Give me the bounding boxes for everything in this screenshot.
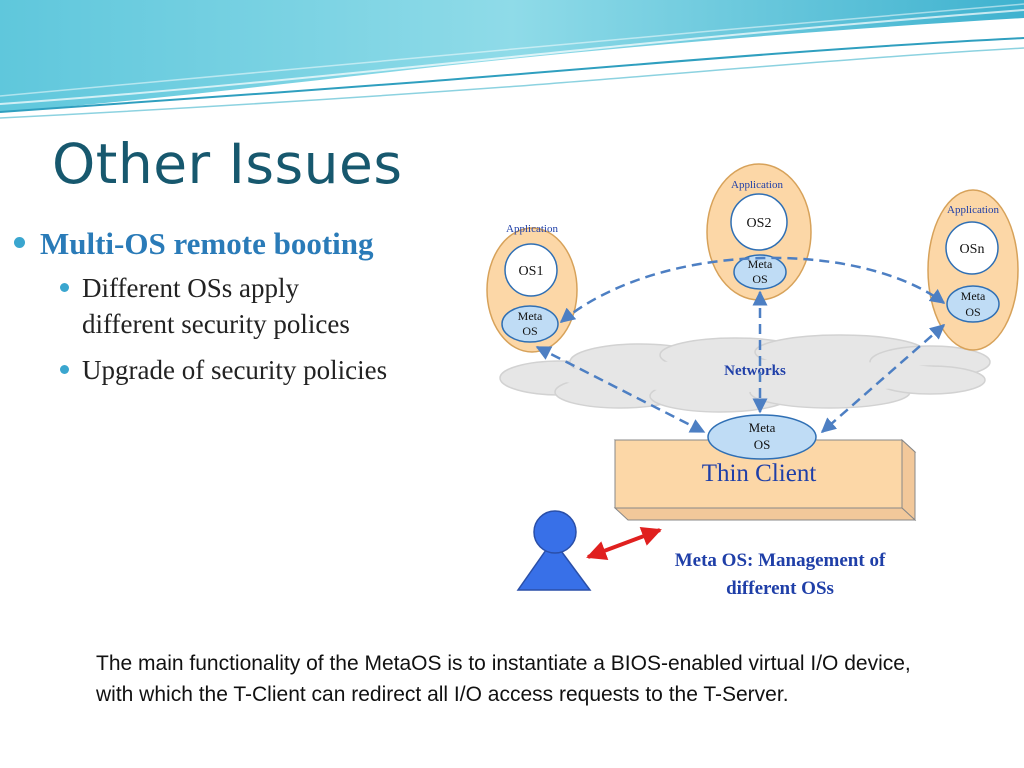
connector-osn-to-client <box>820 324 946 433</box>
osn-node: Application OSn Meta OS <box>927 189 1019 351</box>
thin-client-meta-line-1: Meta <box>749 420 776 435</box>
osn-application-label: Application <box>947 204 999 216</box>
networks-label: Networks <box>724 363 786 379</box>
thin-client-label: Thin Client <box>702 460 817 487</box>
user-icon <box>516 510 592 591</box>
bullet-dot-icon <box>14 237 25 248</box>
osn-os-circle <box>945 221 999 275</box>
os1-meta-line-1: Meta <box>518 309 543 323</box>
bullet-dot-icon <box>60 283 69 292</box>
bullet-sub-1: Different OSs apply different security p… <box>12 270 502 342</box>
thin-client-meta-os: Meta OS <box>707 414 817 460</box>
connector-os1-to-osn <box>559 256 946 323</box>
os1-meta-os <box>501 305 559 343</box>
bullet-main: Multi-OS remote booting <box>12 222 502 266</box>
user-management-arrow <box>586 526 662 561</box>
os2-os-circle <box>730 193 788 251</box>
os2-os-label: OS2 <box>747 216 772 231</box>
osn-meta-line-2: OS <box>965 305 980 319</box>
os1-os-circle <box>504 243 558 297</box>
os2-application-label: Application <box>731 179 783 191</box>
os1-node: Application OS1 Meta OS <box>486 223 578 353</box>
dashed-connectors <box>535 256 946 434</box>
annotation-line-1: Meta OS: Management of <box>675 550 886 571</box>
os2-node: Application OS2 Meta OS <box>706 163 812 301</box>
os2-meta-line-2: OS <box>752 272 767 286</box>
os1-meta-line-2: OS <box>522 324 537 338</box>
annotation-line-2: different OSs <box>726 578 834 599</box>
os1-os-label: OS1 <box>519 264 544 279</box>
header-wave <box>0 0 1024 119</box>
bullet-sub-1-line-1: Different OSs apply <box>82 273 299 303</box>
slide-title: Other Issues <box>52 132 403 196</box>
bullet-sub-1-line-2: different security polices <box>82 309 350 339</box>
bullet-sub-2-text: Upgrade of security policies <box>82 355 388 385</box>
os1-application-label: Application <box>506 223 558 235</box>
bullet-sub-2: Upgrade of security policies <box>12 352 502 388</box>
bullet-main-text: Multi-OS remote booting <box>40 226 374 261</box>
thin-client-meta-line-2: OS <box>754 437 771 452</box>
thin-client-box: Thin Client <box>613 438 917 522</box>
slide-caption: The main functionality of the MetaOS is … <box>96 652 911 706</box>
bullet-dot-icon <box>60 365 69 374</box>
osn-os-label: OSn <box>960 242 985 257</box>
osn-meta-os <box>946 285 1000 323</box>
bullet-list: Multi-OS remote booting Different OSs ap… <box>12 222 502 388</box>
os2-meta-line-1: Meta <box>748 257 773 271</box>
osn-meta-line-1: Meta <box>961 289 986 303</box>
